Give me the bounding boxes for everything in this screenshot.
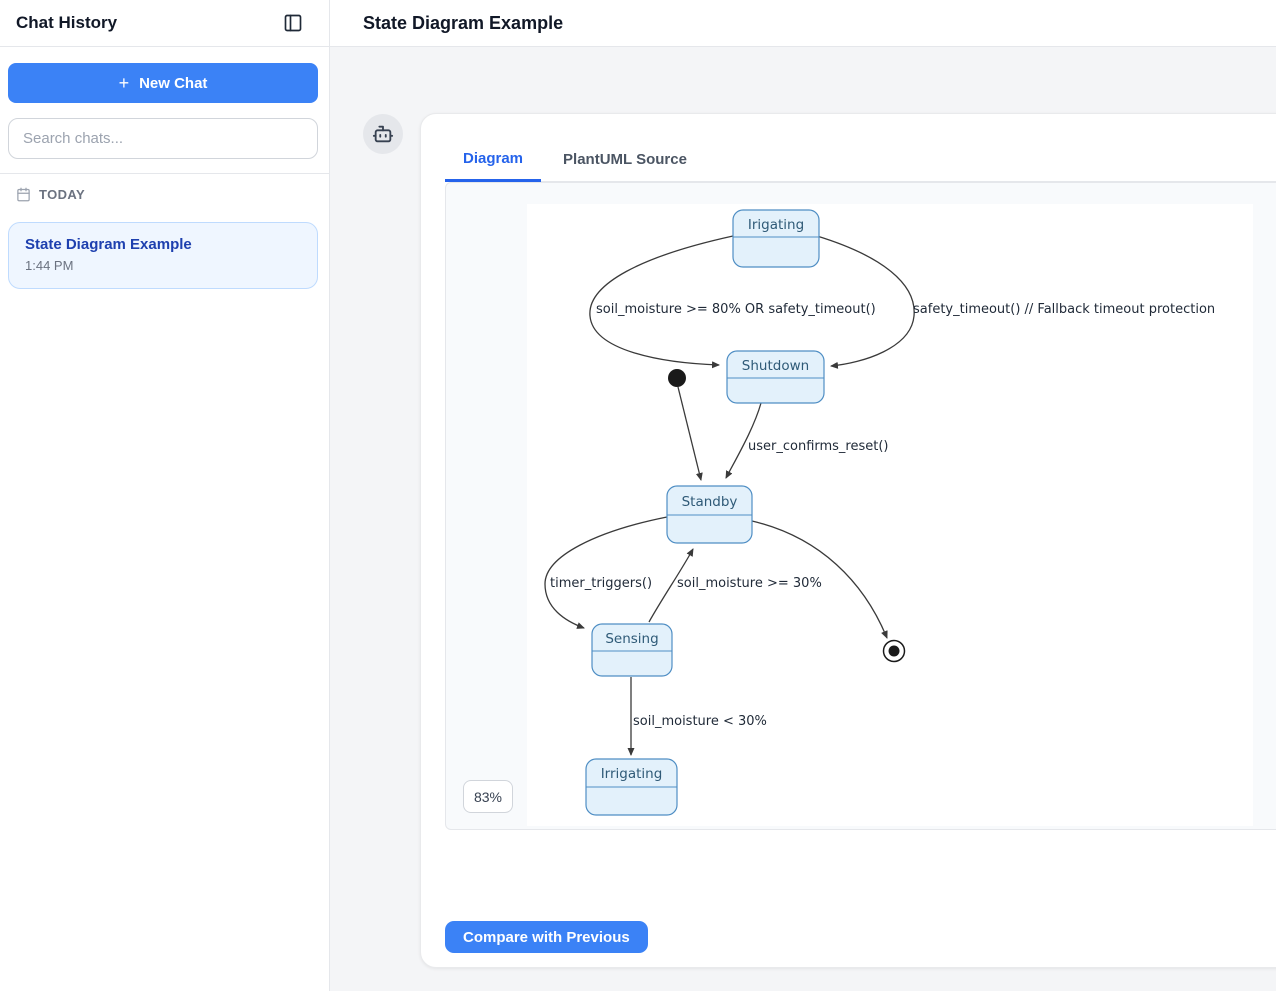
final-state-marker: [882, 639, 906, 663]
edge-shutdown-standby: [725, 402, 762, 479]
bot-icon: [372, 125, 394, 143]
main-area: State Diagram Example Diagram PlantUML S…: [330, 0, 1276, 991]
calendar-icon: [17, 187, 30, 202]
edge-irigating-shutdown-right: [816, 235, 915, 369]
transition-label: safety_timeout() // Fallback timeout pro…: [913, 302, 1215, 317]
transition-label: soil_moisture >= 30%: [677, 576, 822, 591]
sidebar-title: Chat History: [16, 13, 118, 32]
transition-label: timer_triggers(): [550, 576, 652, 591]
today-section-label: TODAY: [39, 187, 86, 202]
edge-irigating-shutdown-left: [589, 235, 734, 369]
initial-state-dot: [668, 369, 686, 387]
transition-label: soil_moisture < 30%: [633, 714, 767, 729]
state-label: Irrigating: [601, 766, 663, 782]
state-diagram-svg: Irigating Shutdown Standby: [544, 209, 1215, 816]
edge-initial-standby: [677, 386, 703, 481]
state-sensing: Sensing: [591, 623, 673, 677]
state-label: Standby: [682, 494, 738, 510]
state-irigating-top: Irigating: [732, 209, 820, 268]
tab-bar: Diagram PlantUML Source: [445, 138, 1276, 182]
state-shutdown: Shutdown: [726, 350, 825, 404]
chat-list-item[interactable]: State Diagram Example 1:44 PM: [8, 222, 318, 289]
state-label: Shutdown: [742, 358, 809, 374]
chat-history-sidebar: Chat History + New Chat TODAY State Diag…: [0, 0, 330, 991]
today-section-header: TODAY: [16, 187, 313, 202]
search-chats-input[interactable]: [8, 118, 318, 159]
edge-standby-sensing: [544, 516, 668, 629]
state-label: Irigating: [748, 217, 804, 233]
main-header: State Diagram Example: [330, 0, 1276, 47]
new-chat-button[interactable]: + New Chat: [8, 63, 318, 103]
zoom-level-value: 83%: [473, 788, 503, 805]
state-label: Sensing: [605, 631, 658, 647]
edge-sensing-standby: [648, 548, 694, 623]
plus-icon: +: [118, 73, 130, 93]
collapse-sidebar-button[interactable]: [282, 12, 304, 34]
transition-label: user_confirms_reset(): [748, 439, 889, 454]
page-title: State Diagram Example: [363, 12, 564, 33]
diagram-panel: Irigating Shutdown Standby: [445, 182, 1276, 830]
state-irrigating-bottom: Irrigating: [585, 758, 678, 816]
compare-with-previous-button[interactable]: Compare with Previous: [445, 921, 648, 953]
diagram-canvas[interactable]: Irigating Shutdown Standby: [527, 204, 1253, 826]
tab-plantuml-source[interactable]: PlantUML Source: [545, 138, 705, 181]
state-standby: Standby: [666, 485, 753, 544]
diagram-message-card: Diagram PlantUML Source: [420, 113, 1276, 968]
sidebar-divider: [0, 173, 329, 174]
edge-standby-final: [751, 520, 888, 639]
transition-label: soil_moisture >= 80% OR safety_timeout(): [596, 302, 876, 317]
tab-diagram[interactable]: Diagram: [445, 138, 542, 182]
zoom-level-badge: 83%: [463, 780, 513, 813]
new-chat-label: New Chat: [139, 74, 208, 92]
chat-item-title: State Diagram Example: [25, 236, 192, 253]
avatar: [363, 114, 403, 154]
panel-left-icon: [284, 14, 302, 32]
chat-item-time: 1:44 PM: [25, 258, 74, 273]
sidebar-header: Chat History: [0, 0, 329, 47]
